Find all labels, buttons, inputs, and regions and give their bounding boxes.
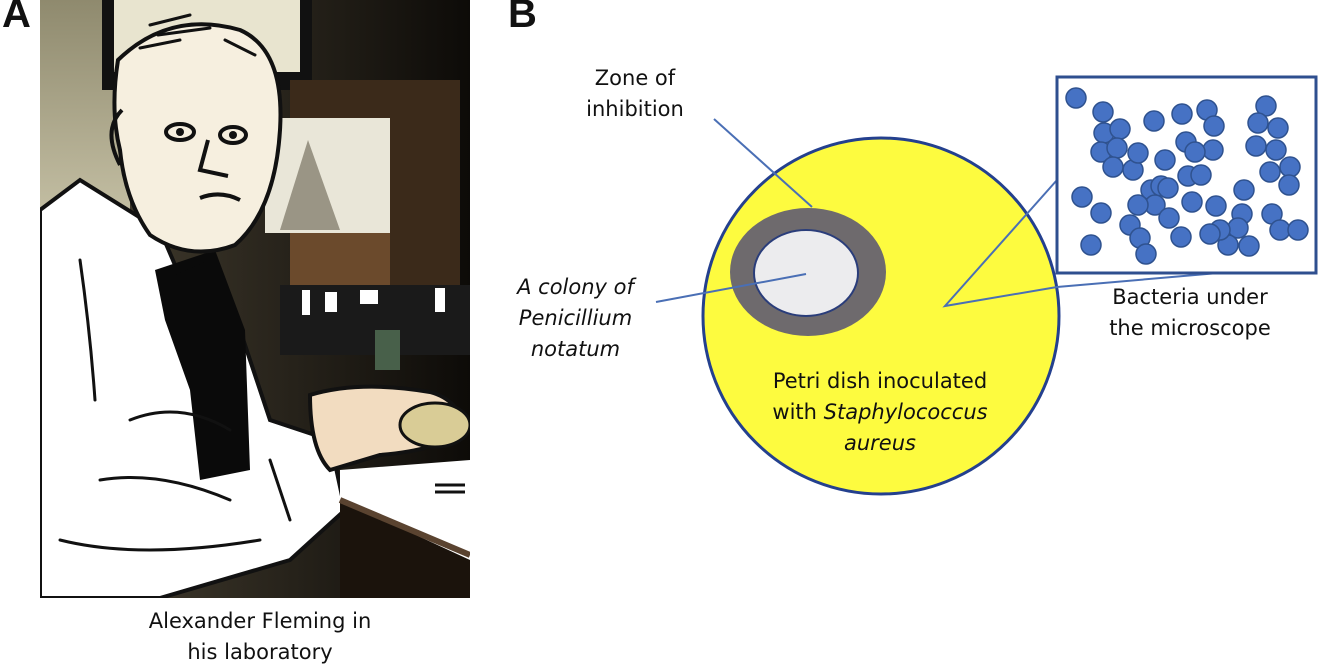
dish-label-line2-prefix: with <box>772 400 824 424</box>
bacterium <box>1092 101 1114 123</box>
bacterium <box>1143 110 1165 132</box>
bacterium <box>1109 118 1131 140</box>
dish-label-line2: with Staphylococcus <box>730 397 1030 428</box>
fleming-caption: Alexander Fleming in his laboratory <box>100 606 420 668</box>
bacterium <box>1190 164 1212 186</box>
bacterium <box>1233 179 1255 201</box>
fleming-caption-line1: Alexander Fleming in <box>148 609 372 633</box>
bacterium <box>1245 135 1267 157</box>
bacterium <box>1259 161 1281 183</box>
bacterium <box>1279 156 1301 178</box>
dish-label: Petri dish inoculated with Staphylococcu… <box>730 366 1030 459</box>
zone-leader-line <box>713 118 813 208</box>
colony-label-line1: A colony of <box>517 275 634 299</box>
zone-label-line2: inhibition <box>586 97 684 121</box>
bacterium <box>1080 234 1102 256</box>
colony-label-line3: notatum <box>530 337 621 361</box>
fleming-caption-line2: his laboratory <box>187 640 333 664</box>
bacterium <box>1154 149 1176 171</box>
dish-label-line3: aureus <box>844 431 916 455</box>
bacterium <box>1090 202 1112 224</box>
bacteria-label-line1: Bacteria under <box>1112 285 1268 309</box>
bacterium <box>1265 139 1287 161</box>
bacterium <box>1102 156 1124 178</box>
dish-label-species: Staphylococcus <box>823 400 988 424</box>
zone-label-line1: Zone of <box>594 66 676 90</box>
bacterium <box>1158 207 1180 229</box>
fleming-portrait-photo <box>40 0 470 598</box>
bacteria-cluster <box>1065 87 1309 265</box>
bacterium <box>1071 186 1093 208</box>
bacterium <box>1202 139 1224 161</box>
bacterium <box>1278 174 1300 196</box>
bacterium <box>1238 235 1260 257</box>
bacterium <box>1171 103 1193 125</box>
panel-b-letter: B <box>508 0 537 36</box>
penicillium-colony <box>753 229 859 317</box>
bacterium <box>1267 117 1289 139</box>
bacterium <box>1199 223 1221 245</box>
bacterium <box>1287 219 1309 241</box>
bacterium <box>1127 142 1149 164</box>
bacterium <box>1269 219 1291 241</box>
bacteria-label-line2: the microscope <box>1109 316 1271 340</box>
bacterium <box>1065 87 1087 109</box>
bacterium <box>1127 194 1149 216</box>
dish-label-line1: Petri dish inoculated <box>772 369 988 393</box>
colony-label: A colony of Penicillium notatum <box>498 272 653 365</box>
colony-leader-line <box>655 273 807 303</box>
colony-label-line2: Penicillium <box>518 306 633 330</box>
bacterium <box>1106 137 1128 159</box>
zone-label: Zone of inhibition <box>560 63 710 125</box>
bacterium <box>1157 177 1179 199</box>
bacterium <box>1203 115 1225 137</box>
bacterium <box>1184 141 1206 163</box>
bacteria-label: Bacteria under the microscope <box>1090 282 1290 344</box>
bacterium <box>1170 226 1192 248</box>
bacterium <box>1247 112 1269 134</box>
panel-a-letter: A <box>2 0 31 36</box>
bacterium <box>1205 195 1227 217</box>
bacterium <box>1181 191 1203 213</box>
bacterium <box>1135 243 1157 265</box>
microscope-leader-lines <box>942 179 1058 308</box>
